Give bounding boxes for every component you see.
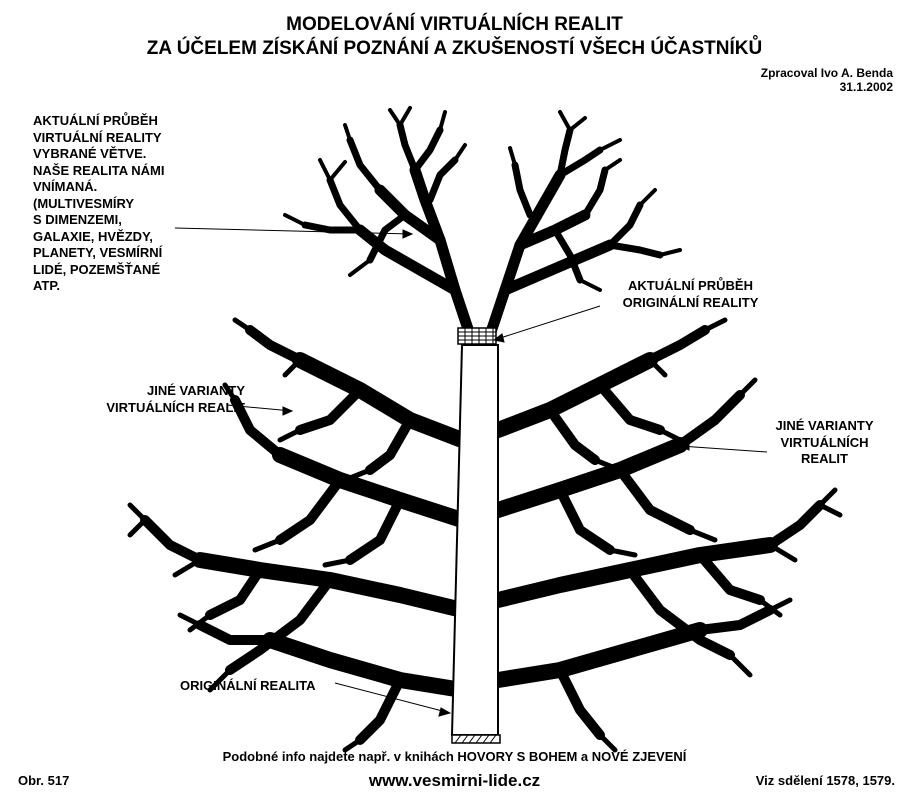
author-name: Zpracoval Ivo A. Benda <box>760 66 893 80</box>
label-line: ATP. <box>33 278 60 293</box>
label-line: VIRTUÁLNÍ REALITY <box>33 129 162 145</box>
message-reference: Viz sdělení 1578, 1579. <box>755 773 895 788</box>
label-original-reality: ORIGINÁLNÍ REALITA <box>180 678 316 693</box>
page-title-line2: ZA ÚČELEM ZÍSKÁNÍ POZNÁNÍ A ZKUŠENOSTÍ V… <box>146 38 763 59</box>
label-line: VNÍMANÁ. <box>33 179 98 194</box>
label-line: VIRTUÁLNÍCH <box>780 434 869 450</box>
label-line: LIDÉ, POZEMŠŤANÉ <box>33 261 161 277</box>
tree-trunk <box>450 327 501 744</box>
website-link[interactable]: www.vesmirni-lide.cz <box>368 771 541 790</box>
label-line: JINÉ VARIANTY <box>775 418 874 433</box>
label-current-original: AKTUÁLNÍ PRŮBĚH ORIGINÁLNÍ REALITY <box>598 278 783 311</box>
page-title-line1: MODELOVÁNÍ VIRTUÁLNÍCH REALIT <box>286 14 623 35</box>
label-line: AKTUÁLNÍ PRŮBĚH <box>628 278 753 293</box>
author-date: 31.1.2002 <box>839 80 893 94</box>
tree-branches <box>127 106 843 753</box>
label-line: GALAXIE, HVĚZDY, <box>33 228 153 244</box>
pointer-lines <box>174 227 768 717</box>
label-current-virtual: AKTUÁLNÍ PRŮBĚH VIRTUÁLNÍ REALITY VYBRAN… <box>33 113 203 295</box>
label-line: AKTUÁLNÍ PRŮBĚH <box>33 113 158 128</box>
label-line: (MULTIVESMÍRY <box>33 195 135 211</box>
label-line: PLANETY, VESMÍRNÍ <box>33 245 163 260</box>
label-line: VYBRANÉ VĚTVE. <box>33 146 147 161</box>
label-line: S DIMENZEMI, <box>33 212 122 227</box>
label-line: VIRTUÁLNÍCH REALIT <box>106 399 245 415</box>
author-block: Zpracoval Ivo A. Benda 31.1.2002 <box>761 66 893 94</box>
label-line: JINÉ VARIANTY <box>147 383 245 398</box>
label-other-variants-right: JINÉ VARIANTY VIRTUÁLNÍCH REALIT <box>752 418 897 468</box>
figure-number: Obr. 517 <box>18 773 70 788</box>
label-line: NAŠE REALITA NÁMI <box>33 162 165 178</box>
label-other-variants-left: JINÉ VARIANTY VIRTUÁLNÍCH REALIT <box>70 383 245 416</box>
label-line: REALIT <box>801 451 848 466</box>
footer-info: Podobné info najdete např. v knihách HOV… <box>222 749 687 764</box>
label-line: ORIGINÁLNÍ REALITY <box>622 294 759 310</box>
